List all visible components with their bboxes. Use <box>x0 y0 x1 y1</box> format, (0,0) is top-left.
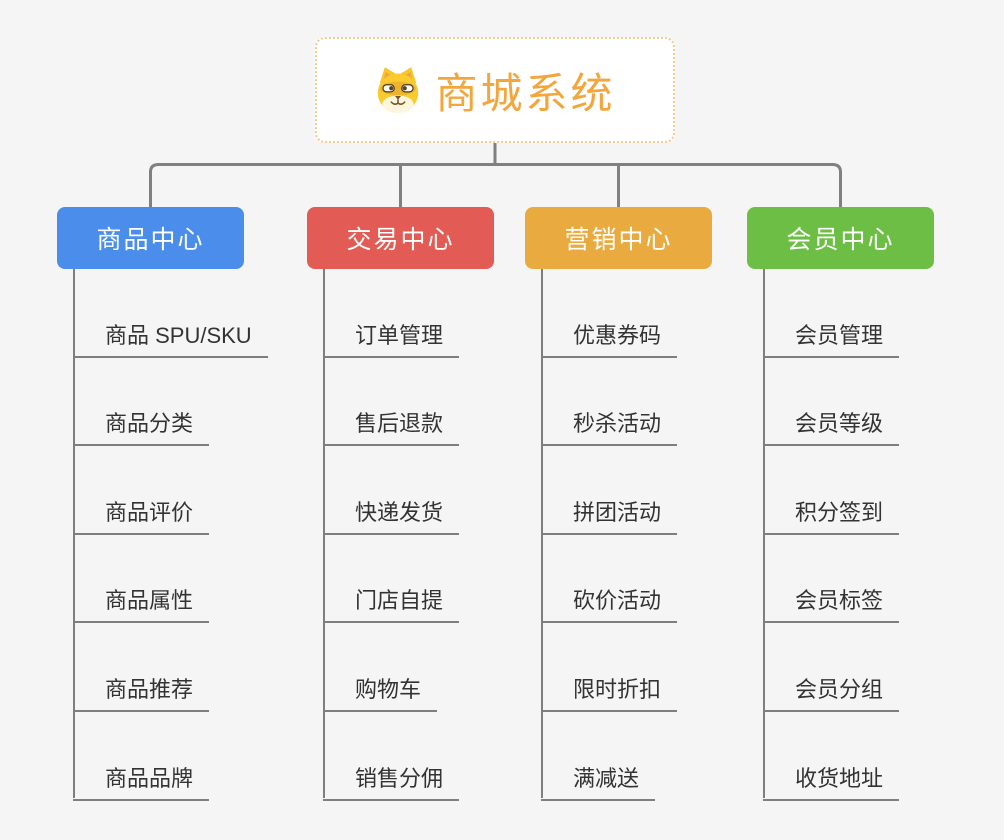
leaf-label[interactable]: 秒杀活动 <box>541 406 678 447</box>
leaf-label[interactable]: 会员标签 <box>763 583 900 624</box>
category-node-2[interactable]: 交易中心 <box>307 207 494 269</box>
leaf-node: 收货地址 <box>763 712 900 801</box>
leaf-node: 会员等级 <box>763 358 900 447</box>
leaf-node: 商品分类 <box>73 358 268 447</box>
leaf-column-4: 会员管理会员等级积分签到会员标签会员分组收货地址 <box>763 269 900 801</box>
category-node-1[interactable]: 商品中心 <box>57 207 244 269</box>
leaf-label[interactable]: 商品推荐 <box>73 672 210 712</box>
category-label: 交易中心 <box>346 226 455 254</box>
leaf-label[interactable]: 商品评价 <box>73 495 210 535</box>
leaf-column-3: 优惠券码秒杀活动拼团活动砍价活动限时折扣满减送 <box>541 269 678 801</box>
leaf-label[interactable]: 砍价活动 <box>541 583 678 624</box>
leaf-node: 会员分组 <box>763 623 900 712</box>
root-title: 商城系统 <box>435 69 616 117</box>
leaf-label[interactable]: 会员管理 <box>763 318 900 358</box>
leaf-node: 快递发货 <box>323 446 460 535</box>
category-node-4[interactable]: 会员中心 <box>747 207 934 269</box>
doge-icon <box>378 67 419 113</box>
branch-vertical-line <box>323 269 325 798</box>
branch-vertical-line <box>763 269 765 798</box>
leaf-node: 门店自提 <box>323 535 460 624</box>
leaf-label[interactable]: 商品品牌 <box>73 761 210 801</box>
leaf-node: 积分签到 <box>763 446 900 535</box>
leaf-node: 优惠券码 <box>541 269 678 358</box>
leaf-node: 购物车 <box>323 623 459 712</box>
category-node-3[interactable]: 营销中心 <box>525 207 712 269</box>
leaf-label[interactable]: 会员分组 <box>763 672 900 712</box>
leaf-node: 售后退款 <box>323 358 460 447</box>
leaf-label[interactable]: 销售分佣 <box>323 761 460 801</box>
branch-vertical-line <box>73 269 75 798</box>
leaf-label[interactable]: 商品分类 <box>73 406 210 447</box>
leaf-label[interactable]: 满减送 <box>541 761 656 801</box>
leaf-label[interactable]: 会员等级 <box>763 406 900 447</box>
leaf-node: 商品 SPU/SKU <box>73 269 268 358</box>
branch-vertical-line <box>541 269 543 798</box>
leaf-node: 订单管理 <box>323 269 460 358</box>
leaf-node: 销售分佣 <box>323 712 460 801</box>
leaf-label[interactable]: 售后退款 <box>323 406 460 447</box>
leaf-label[interactable]: 购物车 <box>323 672 438 712</box>
leaf-node: 满减送 <box>541 712 677 801</box>
leaf-label[interactable]: 门店自提 <box>323 583 460 624</box>
leaf-node: 商品品牌 <box>73 712 268 801</box>
leaf-column-2: 订单管理售后退款快递发货门店自提购物车销售分佣 <box>323 269 460 801</box>
leaf-node: 秒杀活动 <box>541 358 678 447</box>
leaf-label[interactable]: 限时折扣 <box>541 672 678 712</box>
category-label: 会员中心 <box>786 226 895 254</box>
leaf-column-1: 商品 SPU/SKU 商品分类商品评价商品属性商品推荐商品品牌 <box>73 269 268 801</box>
leaf-node: 商品属性 <box>73 535 268 624</box>
leaf-node: 拼团活动 <box>541 446 678 535</box>
leaf-node: 限时折扣 <box>541 623 678 712</box>
leaf-label[interactable]: 拼团活动 <box>541 495 678 535</box>
leaf-label[interactable]: 商品 SPU/SKU <box>73 318 268 358</box>
leaf-node: 会员管理 <box>763 269 900 358</box>
leaf-label[interactable]: 积分签到 <box>763 495 900 535</box>
category-label: 商品中心 <box>96 226 205 254</box>
root-node[interactable]: 商城系统 <box>315 37 675 143</box>
leaf-label[interactable]: 订单管理 <box>323 318 460 358</box>
leaf-node: 商品推荐 <box>73 623 268 712</box>
leaf-label[interactable]: 快递发货 <box>323 495 460 535</box>
leaf-label[interactable]: 商品属性 <box>73 583 210 624</box>
leaf-node: 商品评价 <box>73 446 268 535</box>
leaf-label[interactable]: 收货地址 <box>763 761 900 801</box>
leaf-node: 砍价活动 <box>541 535 678 624</box>
category-label: 营销中心 <box>564 226 673 254</box>
leaf-label[interactable]: 优惠券码 <box>541 318 678 358</box>
leaf-node: 会员标签 <box>763 535 900 624</box>
